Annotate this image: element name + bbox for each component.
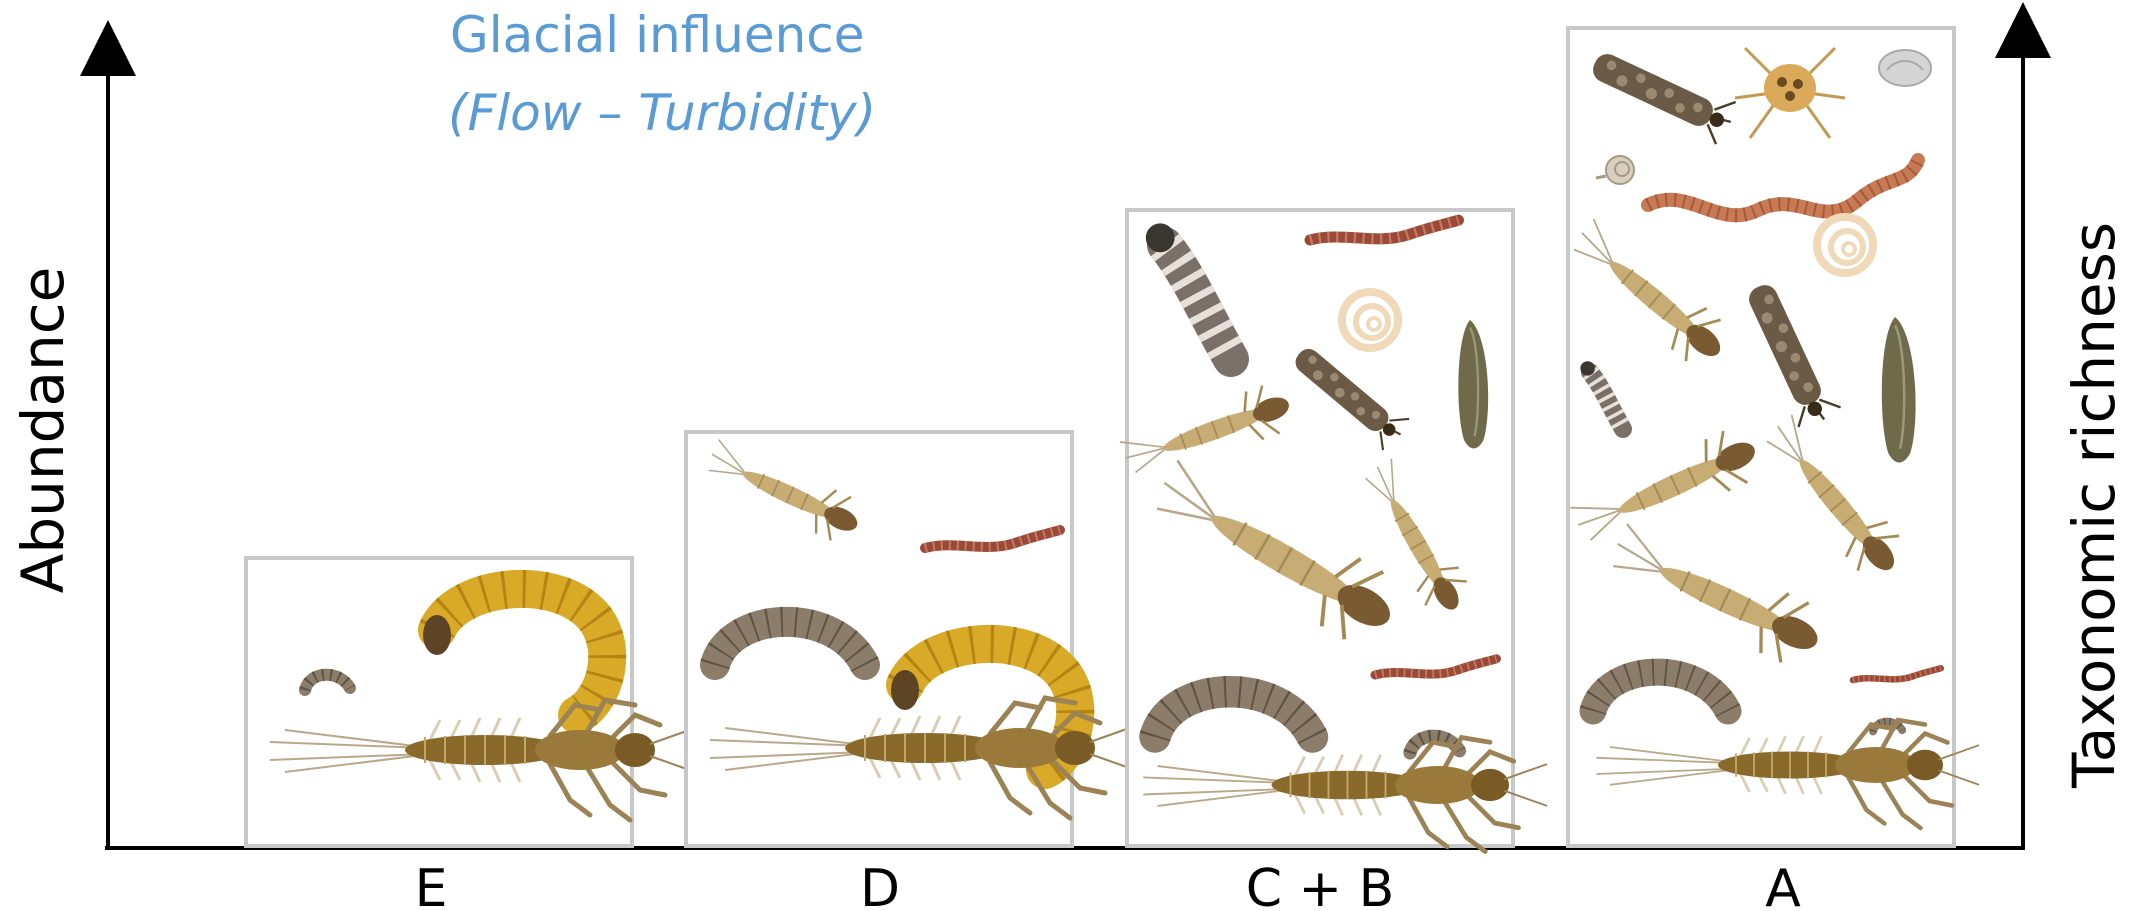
diagram-subtitle: (Flow – Turbidity): [448, 84, 876, 142]
category-label-d: D: [860, 859, 900, 911]
category-box-cb: [1118, 210, 1547, 852]
left-axis-label: Abundance: [9, 267, 77, 594]
category-label-cb: C + B: [1246, 859, 1395, 911]
diagram-title: Glacial influence: [450, 6, 865, 64]
category-label-a: A: [1765, 859, 1801, 911]
category-label-e: E: [415, 859, 448, 911]
category-box-a: [1562, 28, 1979, 846]
right-axis-label: Taxonomic richness: [2060, 222, 2128, 789]
mussel-icon: [1879, 50, 1931, 86]
category-box-e: [246, 558, 695, 846]
category-box-d: [686, 432, 1135, 846]
